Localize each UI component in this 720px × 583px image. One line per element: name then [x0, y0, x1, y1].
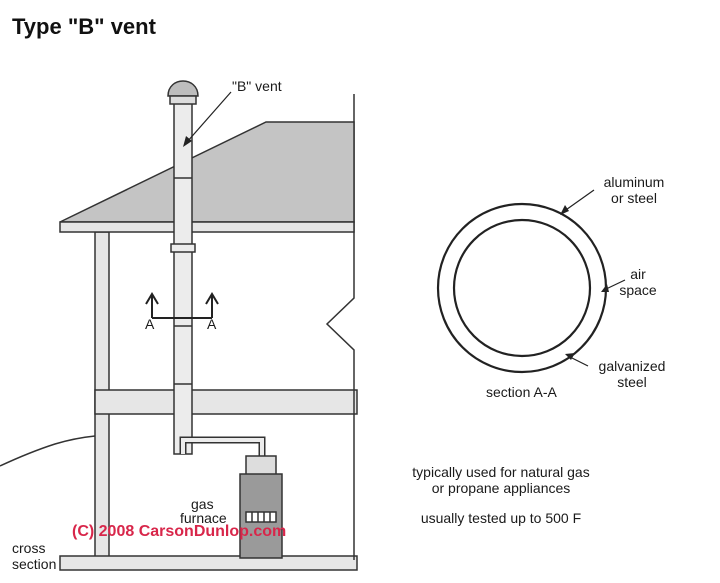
aluminum-label-line1: aluminum: [603, 174, 665, 190]
vent-cap: [167, 80, 199, 105]
gas-furnace-label-line2: furnace: [180, 510, 227, 526]
ground-line: [0, 435, 96, 467]
gas-furnace-label-line1: gas: [191, 496, 214, 512]
page-title: Type "B" vent: [12, 14, 156, 39]
vent-connector-inner: [181, 438, 264, 456]
usage-note-line1: typically used for natural gas: [412, 464, 590, 480]
usage-note-line3: usually tested up to 500 F: [420, 510, 582, 526]
roof: [59, 121, 355, 223]
copyright-watermark: (C) 2008 CarsonDunlop.com: [72, 523, 287, 540]
aluminum-label-line2: or steel: [611, 190, 657, 206]
usage-note-line2: or propane appliances: [431, 480, 571, 496]
vent-cross-section: [436, 202, 608, 374]
section-arrow-label-right: A: [207, 316, 217, 332]
b-vent-pipe: [170, 101, 196, 455]
galvanized-label-line2: steel: [617, 374, 647, 390]
section-arrow-label-left: A: [145, 316, 155, 332]
section-arrows: [145, 292, 219, 319]
section-a-a-label: section A-A: [486, 384, 557, 400]
galvanized-label-line1: galvanized: [598, 358, 666, 374]
eave-board: [59, 221, 355, 233]
cross-section-label-line1: cross: [12, 540, 46, 556]
house-walls: [59, 231, 358, 571]
cross-section-label-line2: section: [12, 556, 57, 572]
air-space-label-line1: air: [630, 266, 646, 282]
air-space-label-line2: space: [619, 282, 657, 298]
gas-furnace: [239, 455, 283, 559]
vent-connector: [179, 436, 266, 456]
b-vent-label: "B" vent: [232, 78, 282, 94]
